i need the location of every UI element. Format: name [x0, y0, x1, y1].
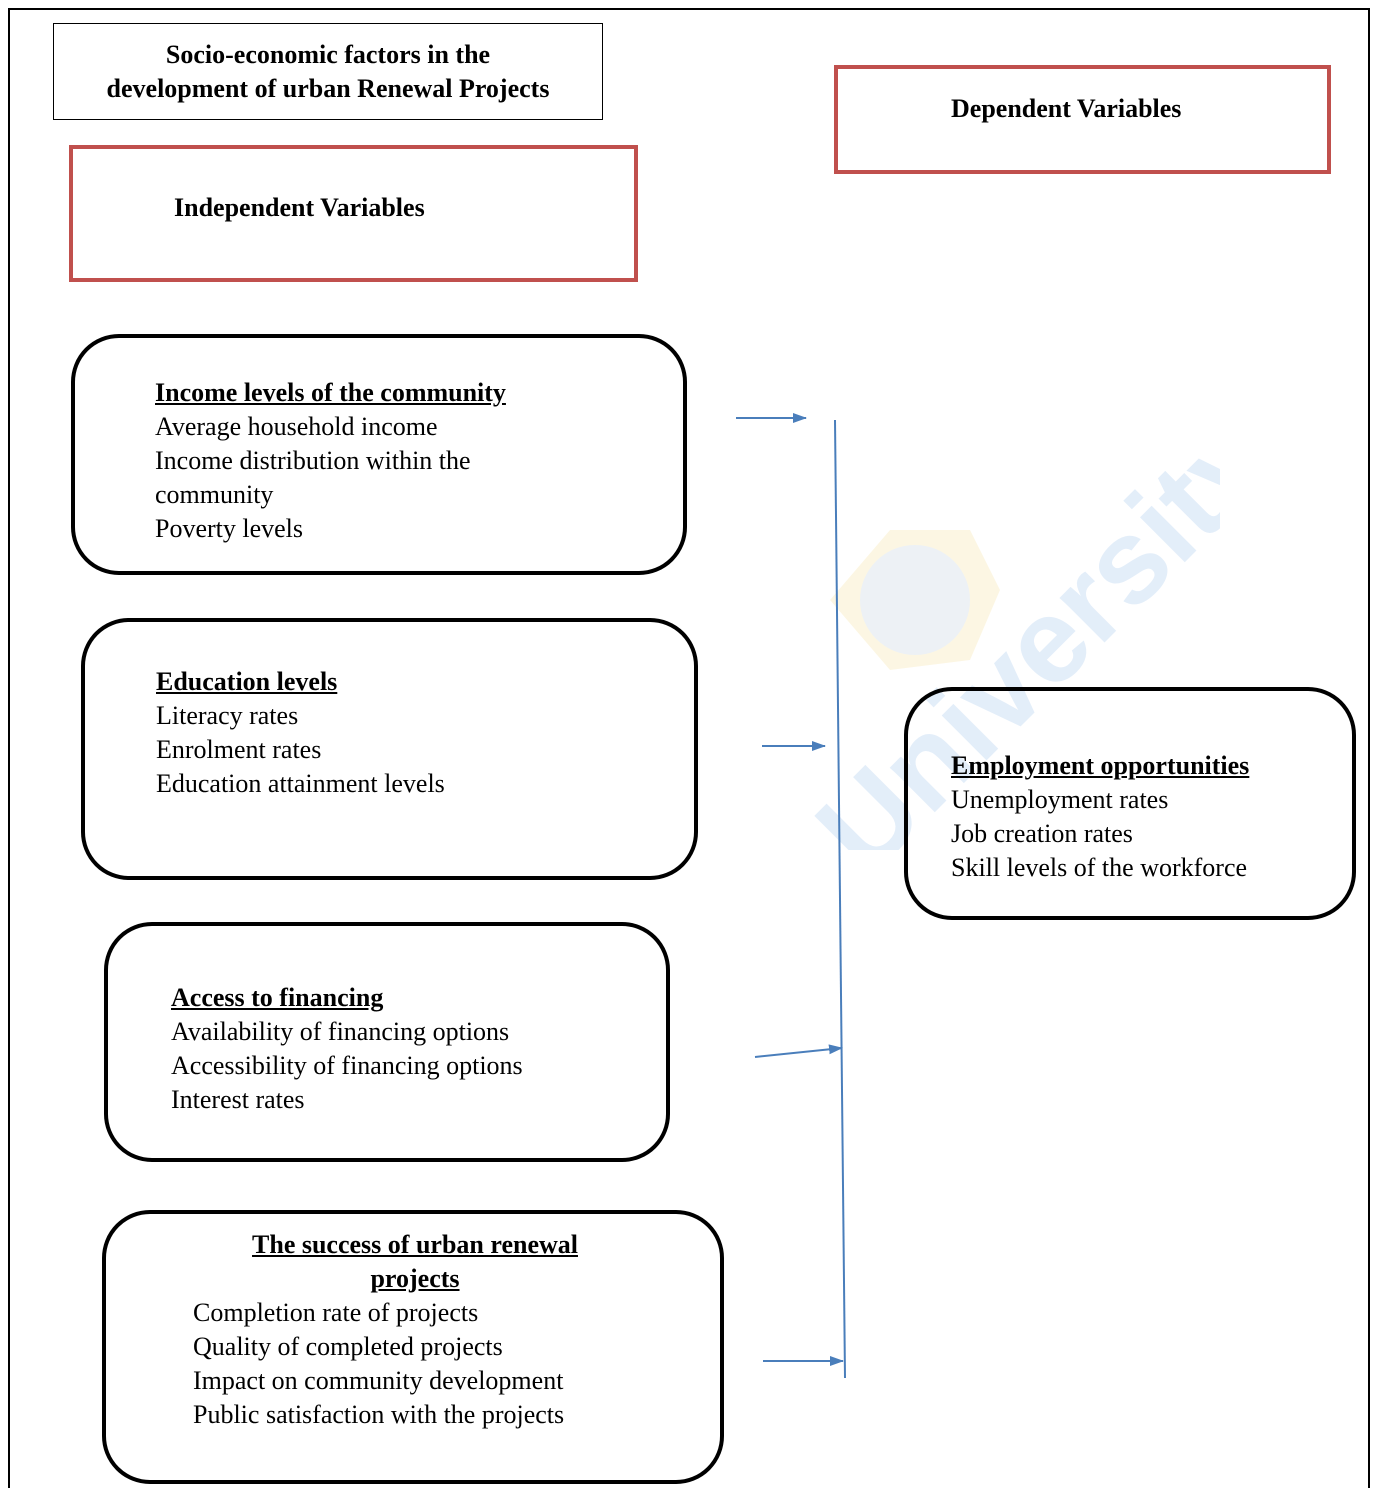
dependent-variables-box: Dependent Variables — [834, 65, 1331, 174]
list-item: Literacy rates — [156, 701, 299, 730]
success-heading-line-2: projects — [370, 1264, 460, 1293]
vertical-connector-line — [834, 419, 846, 1379]
diagram-title: Socio-economic factors in the developmen… — [53, 23, 603, 120]
list-item: Public satisfaction with the projects — [193, 1400, 565, 1429]
list-item: Average household income — [155, 412, 438, 441]
list-item: Quality of completed projects — [193, 1332, 503, 1361]
education-levels-heading: Education levels — [156, 667, 338, 696]
list-item: Education attainment levels — [156, 769, 445, 798]
list-item: Income distribution within the — [155, 446, 471, 475]
success-heading-line-1: The success of urban renewal — [252, 1230, 578, 1259]
list-item: Completion rate of projects — [193, 1298, 479, 1327]
independent-variables-box: Independent Variables — [69, 145, 638, 282]
independent-variables-label: Independent Variables — [174, 193, 425, 222]
title-line-2: development of urban Renewal Projects — [106, 73, 550, 103]
list-item: Enrolment rates — [156, 735, 322, 764]
access-to-financing-heading: Access to financing — [171, 983, 384, 1012]
income-levels-heading: Income levels of the community — [155, 378, 506, 407]
urban-renewal-success-box: The success of urban renewal projects Co… — [102, 1210, 724, 1484]
income-levels-box: Income levels of the community Average h… — [71, 334, 687, 575]
access-to-financing-box: Access to financing Availability of fina… — [104, 922, 670, 1162]
list-item: Impact on community development — [193, 1366, 564, 1395]
list-item: Job creation rates — [951, 819, 1133, 848]
title-line-1: Socio-economic factors in the — [165, 39, 491, 69]
list-item: Poverty levels — [155, 514, 304, 543]
list-item: Interest rates — [171, 1085, 305, 1114]
page-frame — [8, 8, 1370, 1488]
financing-arrow — [754, 1044, 843, 1058]
list-item: Unemployment rates — [951, 785, 1169, 814]
employment-opportunities-heading: Employment opportunities — [951, 751, 1250, 780]
list-item: Availability of financing options — [171, 1017, 510, 1046]
list-item: Accessibility of financing options — [171, 1051, 523, 1080]
employment-opportunities-box: Employment opportunities Unemployment ra… — [904, 687, 1356, 920]
list-item: Skill levels of the workforce — [951, 853, 1248, 882]
dependent-variables-label: Dependent Variables — [951, 94, 1182, 123]
list-item: community — [155, 480, 274, 509]
education-levels-box: Education levels Literacy rates Enrolmen… — [81, 618, 698, 880]
